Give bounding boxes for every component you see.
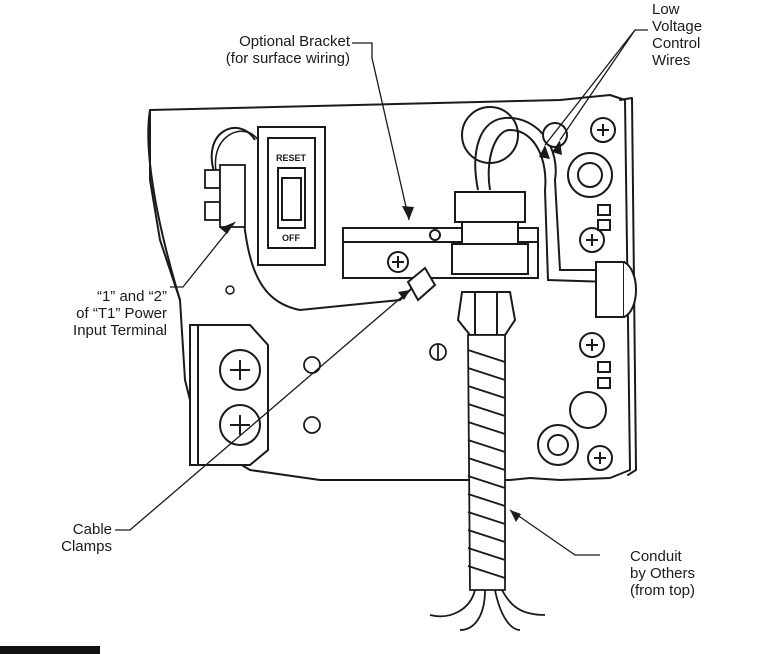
switch-off-text: OFF	[282, 233, 300, 243]
label-cable-clamps: Cable Clamps	[61, 521, 112, 555]
reset-switch	[257, 126, 326, 266]
label-low-voltage-control-wires: Low Voltage Control Wires	[652, 1, 703, 69]
switch-reset-text: RESET	[276, 153, 307, 163]
conduit-connector	[451, 191, 529, 336]
left-terminals	[189, 324, 269, 466]
label-power-input-terminal: “1” and “2” of “T1” Power Input Terminal	[73, 288, 167, 339]
conduit	[429, 334, 546, 631]
footer-bar	[0, 646, 100, 654]
label-optional-bracket: Optional Bracket (for surface wiring)	[225, 33, 350, 67]
power-terminal	[204, 164, 246, 228]
left-bulge	[147, 109, 181, 301]
arrowheads	[220, 140, 562, 522]
mount-hole	[225, 285, 235, 295]
cable-clamp	[406, 266, 437, 302]
low-voltage-wires	[474, 116, 610, 271]
right-terminals	[537, 117, 637, 471]
label-conduit: Conduit by Others (from top)	[630, 548, 696, 599]
leader-lines	[115, 29, 648, 556]
